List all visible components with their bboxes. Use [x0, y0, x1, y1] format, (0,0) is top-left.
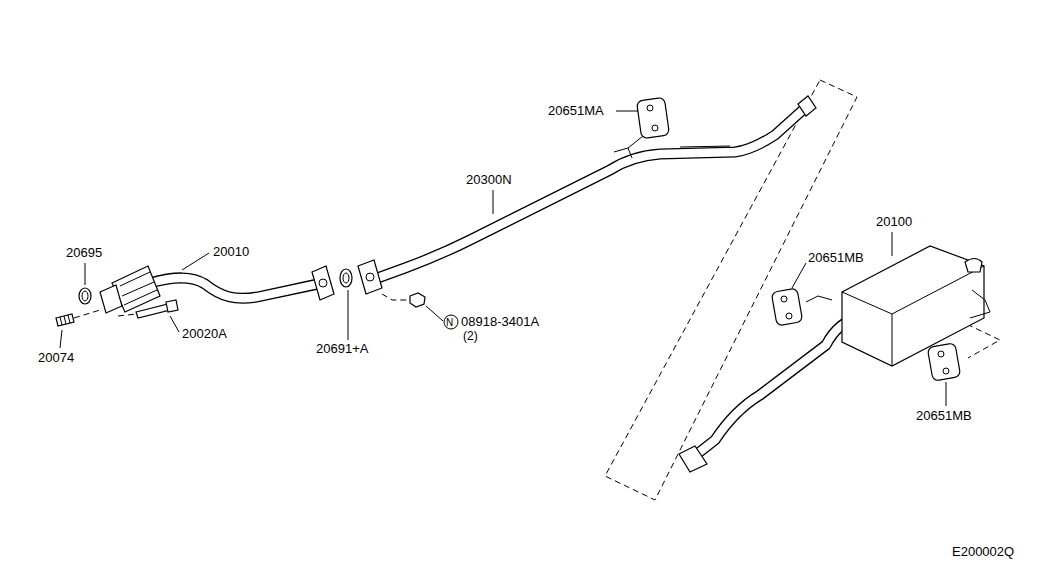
- callout-number: 08918-3401A: [461, 315, 539, 329]
- pipe-end: [679, 446, 707, 472]
- front-pipe: [150, 278, 318, 298]
- flange: [312, 266, 334, 300]
- callout-number: 20074: [38, 351, 74, 365]
- dashed-line: [382, 294, 408, 300]
- hanger-hole: [652, 125, 658, 131]
- center-pipe: [372, 108, 805, 280]
- leader-line: [426, 306, 443, 321]
- callout-number: 20651MB: [808, 251, 864, 265]
- note-circle: [444, 315, 458, 329]
- callout-number: 20300N: [466, 173, 512, 187]
- bolt-head: [166, 300, 178, 312]
- center-pipe: [372, 108, 805, 280]
- nut: [410, 293, 425, 307]
- callout-number: 20651MA: [548, 104, 604, 118]
- leader-line: [946, 382, 947, 406]
- callout-number: 20100: [876, 215, 912, 229]
- front-flange: [100, 285, 122, 313]
- converter-ribs: [120, 272, 157, 305]
- rubber-hanger: [927, 343, 960, 381]
- gasket-hole: [343, 273, 349, 283]
- bolt: [136, 304, 170, 318]
- stud: [56, 314, 74, 326]
- hanger-rod: [806, 290, 990, 318]
- rubber-hanger: [771, 288, 803, 326]
- leader-line: [493, 190, 494, 214]
- flange-hole: [319, 279, 327, 287]
- callout-number: 20691+A: [316, 342, 368, 356]
- leader-line: [60, 330, 62, 348]
- leader-line: [85, 263, 86, 285]
- callout-number: 20010: [213, 245, 249, 259]
- tail-pipe: [692, 318, 858, 458]
- leader-line: [892, 232, 893, 256]
- leader-line: [348, 290, 349, 340]
- callout-number: 20695: [66, 246, 102, 260]
- hanger-hole: [781, 296, 787, 302]
- callout-number: 20020A: [182, 327, 227, 341]
- hanger-hole: [786, 313, 792, 319]
- tail-pipe: [692, 318, 858, 458]
- flange: [358, 260, 382, 294]
- leader-line: [792, 263, 806, 288]
- dashed-line: [118, 314, 136, 316]
- pipe-end: [798, 96, 816, 116]
- rubber-hanger: [636, 97, 669, 139]
- note-symbol: N: [446, 316, 453, 330]
- leader-line: [182, 253, 209, 270]
- hanger-hole: [647, 105, 653, 111]
- flange-hole: [366, 273, 374, 281]
- hanger-hole: [938, 351, 944, 357]
- dashed-line: [74, 310, 100, 318]
- gasket: [340, 269, 352, 287]
- muffler-outlet: [965, 259, 982, 273]
- leader-line: [616, 111, 638, 112]
- callout-number: (2): [463, 329, 478, 343]
- callout-number: 20651MB: [916, 409, 972, 423]
- hanger-hole: [943, 368, 949, 374]
- gasket-hole: [82, 291, 88, 301]
- dashed-boundary: [605, 80, 857, 500]
- muffler-edge: [842, 266, 984, 366]
- stud-thread: [60, 315, 70, 325]
- figure-code: E200002Q: [952, 545, 1014, 559]
- gasket: [79, 288, 91, 304]
- pipe-shading: [680, 146, 730, 147]
- front-pipe: [150, 278, 318, 298]
- leader-line: [170, 316, 179, 332]
